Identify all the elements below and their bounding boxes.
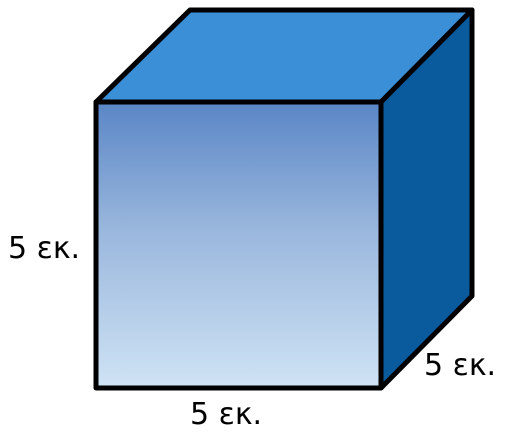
cube-front-face <box>93 99 384 391</box>
width-label: 5 εκ. <box>190 397 262 432</box>
depth-label: 5 εκ. <box>424 348 496 383</box>
height-label: 5 εκ. <box>8 231 80 266</box>
